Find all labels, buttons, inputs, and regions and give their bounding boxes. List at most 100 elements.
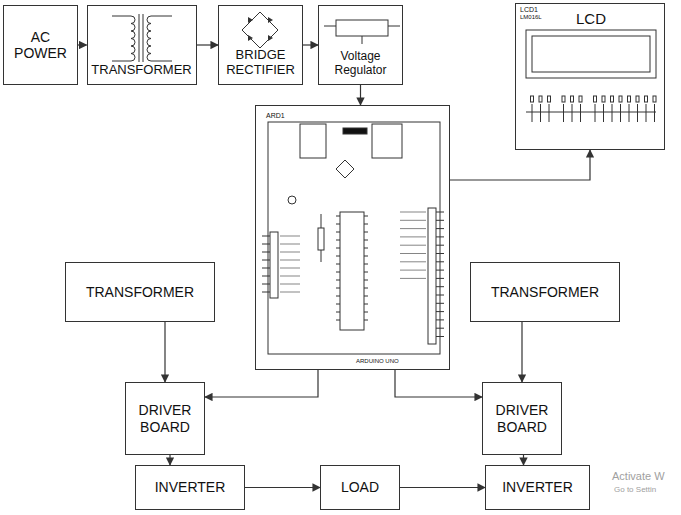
left-header xyxy=(270,232,278,298)
header-pin xyxy=(436,311,444,312)
pin-label-line xyxy=(280,292,300,293)
regulator-pin xyxy=(324,26,336,27)
lcd-screen xyxy=(526,30,656,78)
mcu-chip xyxy=(340,212,364,330)
mcu-pin xyxy=(336,312,340,313)
pin-label-line xyxy=(400,278,426,279)
header-pin xyxy=(436,286,444,287)
watermark-text: Activate W xyxy=(612,470,665,482)
coil-turn xyxy=(147,16,151,24)
mcu-pin xyxy=(364,320,368,321)
reset-button xyxy=(288,196,296,204)
diode-symbol xyxy=(268,35,273,41)
mcu-pin xyxy=(336,216,340,217)
pin-label-line xyxy=(400,228,426,229)
mcu-pin xyxy=(364,248,368,249)
header-pin xyxy=(436,220,444,221)
coil-turn xyxy=(147,39,151,47)
header-pin xyxy=(436,303,444,304)
board-outline xyxy=(268,122,440,354)
header-pin xyxy=(436,212,444,213)
header-pin xyxy=(262,252,270,253)
power-jack xyxy=(372,124,402,158)
box-label: TRANSFORMER xyxy=(491,284,599,300)
process-box: Voltage Regulator xyxy=(318,5,403,85)
lcd-pin xyxy=(540,104,541,122)
pin-label-line xyxy=(280,276,300,277)
mcu-pin xyxy=(364,216,368,217)
lcd-pin-pad xyxy=(531,96,534,102)
resistor-symbol xyxy=(318,228,324,250)
diode-symbol xyxy=(268,17,273,23)
lcd-pin-pad xyxy=(594,96,597,102)
bridge-outline xyxy=(242,12,278,48)
diode-symbol xyxy=(248,17,253,23)
header-pin xyxy=(436,336,444,337)
box-label: INVERTER xyxy=(155,479,226,495)
process-box: TRANSFORMER xyxy=(65,262,215,322)
pin-label-line xyxy=(400,212,426,213)
header-pin xyxy=(262,284,270,285)
coil-turn xyxy=(147,24,151,32)
coil-turn xyxy=(131,24,135,32)
coil-lead xyxy=(112,61,131,62)
box-title: LCD xyxy=(576,10,606,27)
lcd-symbol xyxy=(526,30,656,122)
core-line xyxy=(143,14,144,62)
regulator-pin xyxy=(388,26,400,27)
process-box: INVERTER xyxy=(135,465,245,510)
pin-label-line xyxy=(280,268,300,269)
lcd-pin-pad xyxy=(645,96,648,102)
lcd-pin xyxy=(549,104,550,122)
box-label: TRANSFORMER xyxy=(91,63,191,78)
signal-arrow xyxy=(303,44,318,45)
pin-label-line xyxy=(400,245,426,246)
mcu-pin xyxy=(364,264,368,265)
regulator-body xyxy=(336,20,388,36)
header-pin xyxy=(436,228,444,229)
box-label: DRIVER BOARD xyxy=(487,402,557,434)
part-ref: ARDUINO UNO xyxy=(356,358,399,365)
lcd-pin xyxy=(572,104,573,122)
process-box: DRIVER BOARD xyxy=(482,382,562,455)
box-label: DRIVER BOARD xyxy=(130,402,200,434)
header-pin xyxy=(436,328,444,329)
signal-arrow xyxy=(523,455,524,465)
mcu-pin xyxy=(336,224,340,225)
pin-label-line xyxy=(280,252,300,253)
watermark-text: Go to Settin xyxy=(614,485,656,494)
lcd-pin xyxy=(629,104,630,122)
display-box: LCD1LM016LLCD xyxy=(515,3,665,150)
mcu-pin xyxy=(364,224,368,225)
signal-arrow xyxy=(197,44,219,45)
lcd-pin-pad xyxy=(548,96,551,102)
mcu-pin xyxy=(364,312,368,313)
header-pin xyxy=(262,292,270,293)
header-pin xyxy=(436,270,444,271)
mcu-pin xyxy=(364,288,368,289)
signal-arrow xyxy=(164,322,165,382)
lcd-pin xyxy=(603,104,604,122)
bridge-symbol xyxy=(242,12,278,48)
mcu-pin xyxy=(336,272,340,273)
resistor-lead xyxy=(321,214,322,228)
mcu-pin xyxy=(364,304,368,305)
coil-turn xyxy=(147,31,151,39)
lcd-pin xyxy=(654,104,655,122)
signal-arrow xyxy=(521,322,522,382)
process-box: INVERTER xyxy=(485,465,590,510)
part-ref: LCD1 xyxy=(520,6,538,14)
lcd-pin xyxy=(637,104,638,122)
mcu-pin xyxy=(364,256,368,257)
header-pin xyxy=(262,236,270,237)
regulator-pin xyxy=(362,36,363,44)
diode-symbol xyxy=(248,35,253,41)
box-label: AC POWER xyxy=(8,29,73,61)
lcd-glass xyxy=(532,36,650,72)
process-box: TRANSFORMER xyxy=(87,5,197,85)
lcd-pin-pad xyxy=(571,96,574,102)
box-label: Voltage Regulator xyxy=(323,50,398,78)
header-pin xyxy=(436,253,444,254)
coil-turn xyxy=(147,54,151,62)
